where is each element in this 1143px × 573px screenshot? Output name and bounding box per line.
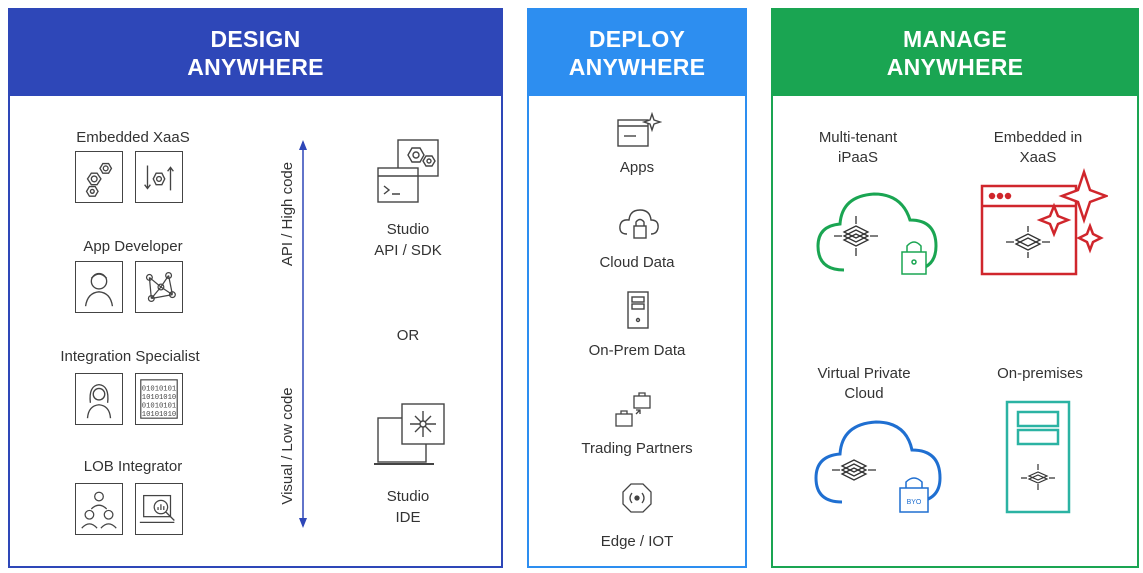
- manage-on-premises-label: On-premises: [997, 365, 1083, 382]
- developer-person-icon: [75, 261, 123, 313]
- design-title-line2: ANYWHERE: [187, 54, 324, 80]
- specialist-person-icon: [75, 373, 123, 425]
- design-header: DESIGN ANYWHERE: [10, 10, 501, 96]
- app-window-sparkle-icon: [614, 112, 662, 152]
- design-title-line1: DESIGN: [210, 26, 301, 52]
- teal-server-icon: [1003, 398, 1073, 516]
- code-level-axis-arrow: [299, 140, 307, 528]
- manage-multi-tenant-label-1: Multi-tenant: [818, 129, 898, 146]
- manage-multi-tenant-label-2: iPaaS: [837, 149, 879, 166]
- svg-text:01010101: 01010101: [142, 385, 176, 393]
- iot-signal-icon: [617, 478, 657, 518]
- manage-embedded-label-2: XaaS: [1019, 149, 1057, 166]
- svg-text:01010101: 01010101: [142, 403, 176, 411]
- team-people-icon: [75, 483, 123, 535]
- deploy-title-line2: ANYWHERE: [568, 54, 706, 80]
- laptop-analytics-icon: [135, 483, 183, 535]
- briefcase-exchange-icon: [612, 388, 656, 432]
- persona-lob-integrator-label: LOB Integrator: [83, 458, 183, 475]
- studio-ide-label-2: IDE: [395, 509, 421, 526]
- deploy-cloud-data-label: Cloud Data: [599, 254, 675, 271]
- binary-code-icon: 01010101 10101010 01010101 10101010: [135, 373, 183, 425]
- studio-ide-label-1: Studio: [386, 488, 430, 505]
- design-anywhere-panel: DESIGN ANYWHERE: [8, 8, 503, 568]
- axis-low-code-label: Visual / Low code: [279, 387, 296, 505]
- blue-cloud-byo-lock-icon: BYO: [812, 408, 952, 518]
- persona-embedded-xaas-label: Embedded XaaS: [76, 129, 190, 146]
- deploy-header: DEPLOY ANYWHERE: [529, 10, 745, 96]
- manage-embedded-label-1: Embedded in: [993, 129, 1083, 146]
- deploy-apps-label: Apps: [619, 159, 655, 176]
- persona-integration-specialist-label: Integration Specialist: [60, 348, 200, 365]
- deploy-title-line1: DEPLOY: [588, 26, 686, 52]
- cloud-lock-icon: [617, 202, 661, 242]
- deploy-on-prem-data-label: On-Prem Data: [588, 342, 686, 359]
- studio-ide-icon: [372, 402, 448, 474]
- or-label: OR: [396, 327, 420, 344]
- red-window-sparkle-icon: [978, 168, 1108, 282]
- network-nodes-icon: [135, 261, 183, 313]
- studio-api-sdk-label-1: Studio: [386, 221, 430, 238]
- deploy-anywhere-panel: DEPLOY ANYWHERE: [527, 8, 747, 568]
- green-cloud-lock-icon: [814, 180, 944, 280]
- svg-text:10101010: 10101010: [142, 411, 176, 419]
- axis-high-code-label: API / High code: [279, 161, 296, 267]
- studio-api-sdk-label-2: API / SDK: [374, 242, 442, 259]
- manage-title-line1: MANAGE: [902, 26, 1008, 52]
- deploy-trading-partners-label: Trading Partners: [581, 440, 693, 457]
- embedded-cycle-icon: [135, 151, 183, 203]
- studio-api-sdk-icon: [374, 136, 442, 206]
- manage-title-line2: ANYWHERE: [886, 54, 1024, 80]
- persona-app-developer-label: App Developer: [83, 238, 183, 255]
- gears-icon: [75, 151, 123, 203]
- deploy-edge-iot-label: Edge / IOT: [600, 533, 674, 550]
- manage-header: MANAGE ANYWHERE: [773, 10, 1137, 96]
- server-icon: [626, 290, 650, 330]
- manage-anywhere-panel: MANAGE ANYWHERE: [771, 8, 1139, 568]
- byo-text: BYO: [907, 499, 922, 506]
- svg-text:10101010: 10101010: [142, 394, 176, 402]
- manage-vpc-label-1: Virtual Private: [817, 365, 911, 382]
- manage-vpc-label-2: Cloud: [844, 385, 884, 402]
